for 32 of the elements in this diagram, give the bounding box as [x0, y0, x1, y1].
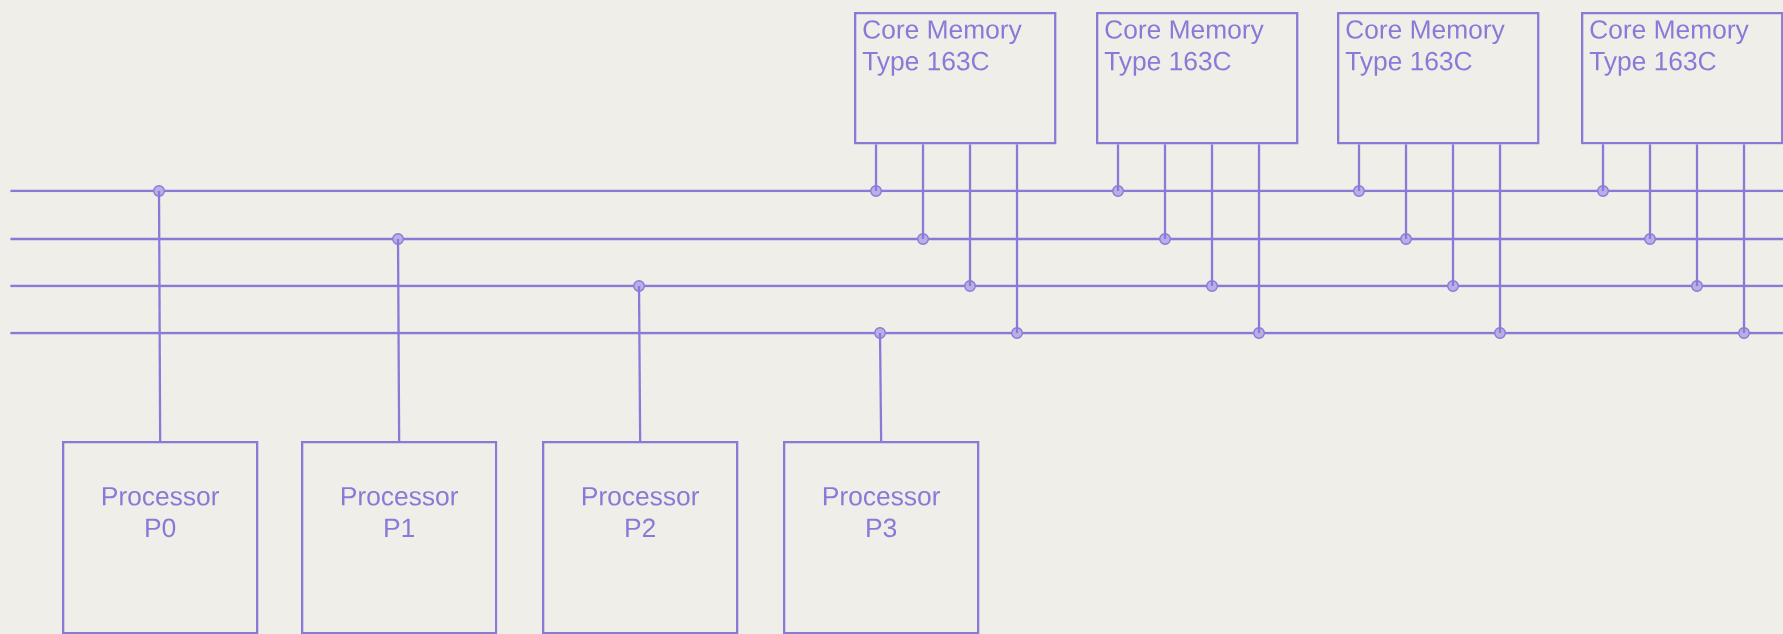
connector-line: [1601, 144, 1605, 191]
processor-box: Processor P2: [542, 441, 739, 634]
connector-line: [637, 286, 642, 441]
bus-line: [10, 327, 1783, 339]
connector-line: [1451, 144, 1455, 286]
memory-box: Core Memory Type 163C: [1337, 12, 1540, 145]
connector-line: [396, 239, 401, 441]
connector-line: [921, 144, 925, 239]
connector-line: [874, 144, 878, 191]
processor-box: Processor P3: [783, 441, 980, 634]
memory-box: Core Memory Type 163C: [1096, 12, 1299, 145]
connector-line: [1404, 144, 1408, 239]
bus-line: [10, 280, 1783, 292]
connector-line: [1648, 144, 1652, 239]
processor-box: Processor P0: [62, 441, 259, 634]
connector-line: [1257, 144, 1261, 333]
memory-box: Core Memory Type 163C: [1581, 12, 1783, 145]
memory-box: Core Memory Type 163C: [854, 12, 1057, 145]
connector-line: [1695, 144, 1699, 286]
connector-line: [1210, 144, 1214, 286]
processor-box: Processor P1: [301, 441, 498, 634]
connector-line: [1015, 144, 1019, 333]
connector-line: [157, 191, 162, 441]
connector-line: [1163, 144, 1167, 239]
bus-line: [10, 185, 1783, 197]
connector-line: [878, 332, 883, 441]
connector-line: [1498, 144, 1502, 333]
bus-line: [10, 233, 1783, 245]
connector-line: [1742, 144, 1746, 333]
connector-line: [1357, 144, 1361, 191]
connector-line: [1116, 144, 1120, 191]
connector-line: [968, 144, 972, 286]
